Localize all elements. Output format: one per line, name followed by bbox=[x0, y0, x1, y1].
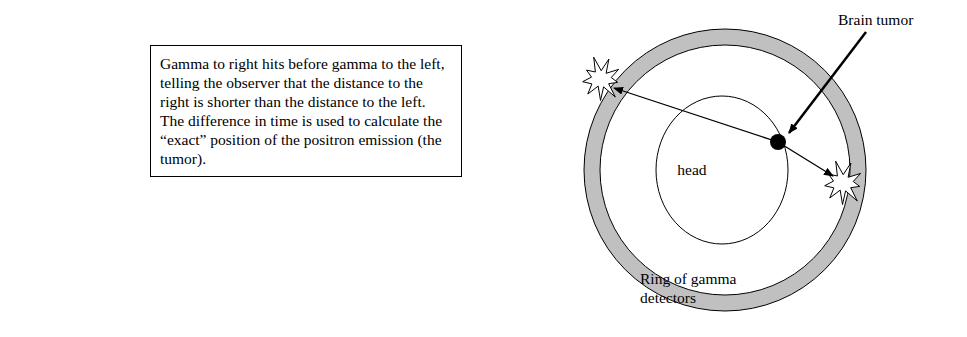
starburst bbox=[825, 161, 861, 204]
tumor-label: Brain tumor bbox=[838, 10, 963, 29]
gamma-arrow bbox=[614, 88, 778, 142]
detector-ring bbox=[592, 37, 858, 303]
tumor-dot bbox=[770, 134, 786, 150]
starburst bbox=[583, 57, 619, 100]
leader-line bbox=[789, 32, 866, 133]
head-outline bbox=[656, 96, 788, 244]
head-label: head bbox=[662, 160, 722, 179]
gamma-arrow bbox=[778, 142, 833, 176]
ring-outer-edge bbox=[584, 29, 866, 311]
note-text: Gamma to right hits before gamma to the … bbox=[160, 54, 452, 168]
head-label-area: head bbox=[662, 160, 722, 179]
ring-label: Ring of gamma detectors bbox=[640, 269, 752, 307]
note-box: Gamma to right hits before gamma to the … bbox=[150, 45, 462, 177]
ring-inner-edge bbox=[600, 45, 850, 295]
